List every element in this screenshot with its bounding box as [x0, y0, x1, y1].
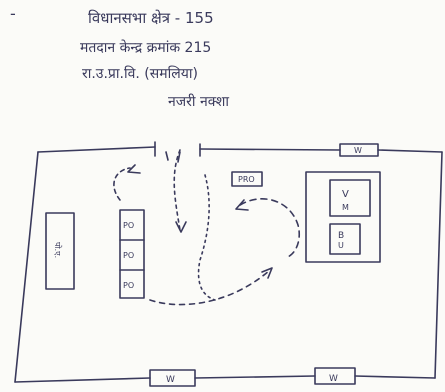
- wall-top-right: [199, 148, 443, 153]
- officer-label-1: PO: [123, 221, 134, 230]
- wall-bottom: [14, 375, 436, 383]
- pro-box: [231, 171, 263, 187]
- header-bullet: -: [10, 4, 16, 23]
- pro-label: PRO: [238, 175, 255, 184]
- path-entry: [173, 149, 181, 231]
- window-top-label: W: [354, 146, 362, 155]
- header-constituency: विधानसभा क्षेत्र - 155: [88, 9, 214, 27]
- compartment-b-label: B: [338, 231, 344, 241]
- path-entry-arrow: [175, 221, 187, 233]
- window-bottom-left: [149, 369, 196, 387]
- wall-right: [434, 151, 443, 379]
- window-bottom-right-label: W: [329, 374, 338, 384]
- agents-table: [45, 212, 75, 290]
- path-compartment: [239, 198, 301, 259]
- agents-label: पो.ए.: [53, 242, 63, 258]
- path-to-agents: [113, 167, 131, 201]
- compartment-v-label: V: [342, 189, 349, 200]
- window-bottom-left-label: W: [166, 375, 175, 385]
- officer-label-3: PO: [123, 281, 134, 290]
- window-top: [339, 143, 379, 157]
- window-bottom-right: [314, 367, 356, 385]
- wall-top-left: [37, 146, 156, 153]
- voting-compartment-evm: [329, 179, 371, 217]
- header-school-name: रा.उ.प्रा.वि. (समलिया): [82, 66, 198, 82]
- path-officers: [149, 269, 271, 306]
- header-map-title: नजरी नक्शा: [168, 94, 230, 110]
- header-polling-station: मतदान केन्द्र क्रमांक 215: [80, 40, 212, 56]
- compartment-m-label: M: [342, 203, 349, 212]
- wall-left: [14, 151, 39, 383]
- voting-compartment-bu: [329, 223, 361, 255]
- officers-column: [119, 209, 145, 299]
- compartment-u-label: U: [338, 241, 344, 250]
- officer-label-2: PO: [123, 251, 134, 260]
- voting-compartment-outer: [305, 171, 381, 263]
